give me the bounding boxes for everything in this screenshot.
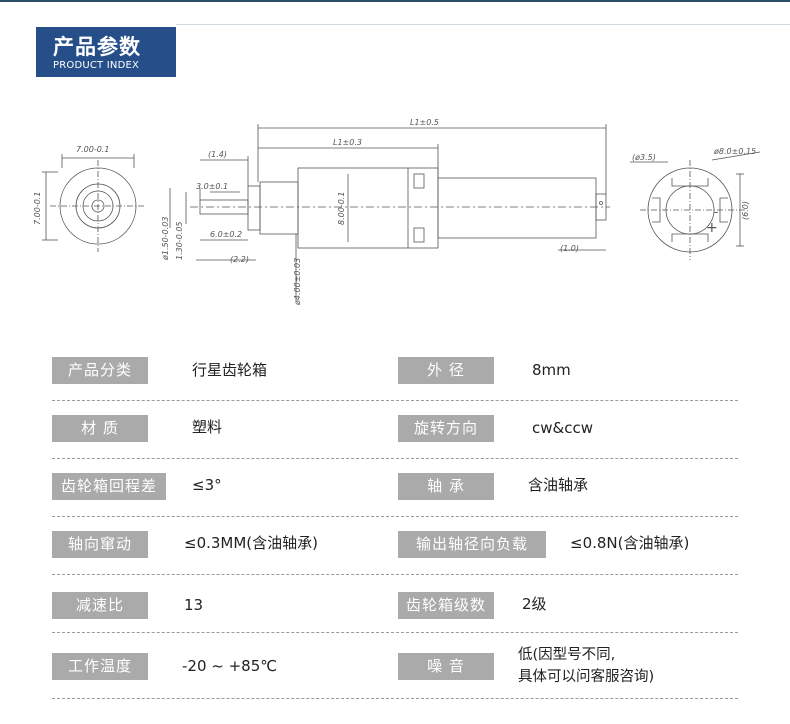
dim-l1: L1±0.3 xyxy=(333,138,362,147)
dim-1-50: ø1.50-0.03 xyxy=(161,217,170,261)
dim-l1-total: L1±0.5 xyxy=(410,118,439,127)
spec-value: 2级 xyxy=(522,595,547,613)
plus-symbol: + xyxy=(706,220,718,236)
spec-value: ≤3° xyxy=(192,476,222,494)
spec-label: 轴向窜动 xyxy=(52,531,148,558)
spec-label: 工作温度 xyxy=(52,653,148,680)
dim-3-5: (ø3.5) xyxy=(632,153,656,162)
spec-label: 齿轮箱级数 xyxy=(398,592,494,619)
section-title: 产品参数 xyxy=(53,35,141,59)
dim-1-30: 1.30-0.05 xyxy=(175,221,184,260)
dim-4-00: ø4.00±0.03 xyxy=(293,258,302,306)
spec-label: 齿轮箱回程差 xyxy=(52,473,166,500)
spec-row-3: 齿轮箱回程差 ≤3° 轴 承 含油轴承 xyxy=(52,458,738,517)
spec-label: 噪 音 xyxy=(398,653,494,680)
spec-row-2: 材 质 塑料 旋转方向 cw&ccw xyxy=(52,400,738,459)
section-header-badge: 产品参数 PRODUCT INDEX xyxy=(36,27,176,77)
dim-1-0: (1.0) xyxy=(560,244,579,253)
dim-7-00-side: 7.00-0.1 xyxy=(33,192,42,225)
spec-label: 输出轴径向负载 xyxy=(398,531,546,558)
spec-value: cw&ccw xyxy=(532,419,593,437)
dim-7-00-top: 7.00-0.1 xyxy=(76,145,109,154)
spec-value: 行星齿轮箱 xyxy=(192,361,268,379)
spec-label: 减速比 xyxy=(52,592,148,619)
motor-body xyxy=(437,177,597,239)
dim-8-0-15: ø8.0±0.15 xyxy=(713,147,756,156)
minus-symbol: - xyxy=(714,205,718,219)
spec-row-4: 轴向窜动 ≤0.3MM(含油轴承) 输出轴径向负载 ≤0.8N(含油轴承) xyxy=(52,516,738,575)
technical-drawing: L1±0.5 L1±0.3 (1.4) 3.0±0.1 6.0±0.2 (2.2… xyxy=(33,118,761,306)
spec-label: 材 质 xyxy=(52,415,148,442)
spec-value: 8mm xyxy=(532,361,571,379)
top-border-line xyxy=(0,0,790,2)
spec-row-5: 减速比 13 齿轮箱级数 2级 xyxy=(52,574,738,633)
dim-3-0: 3.0±0.1 xyxy=(196,182,228,191)
section-subtitle: PRODUCT INDEX xyxy=(53,60,140,71)
dim-8-00: 8.00-0.1 xyxy=(337,192,346,225)
spec-label: 产品分类 xyxy=(52,357,148,384)
gearbox-front xyxy=(259,181,299,235)
gearbox-body xyxy=(297,167,439,249)
gearbox-flange xyxy=(247,185,261,231)
spec-value: 具体可以问客服咨询) xyxy=(518,669,655,685)
spec-value: ≤0.3MM(含油轴承) xyxy=(184,534,319,552)
spec-value: 低(因型号不同, xyxy=(518,647,616,663)
motor-end-cap xyxy=(595,193,607,221)
spec-value: -20 ~ +85℃ xyxy=(182,657,278,675)
spec-value: 塑料 xyxy=(192,418,223,436)
spec-label: 旋转方向 xyxy=(398,415,494,442)
dim-1-4: (1.4) xyxy=(208,150,227,159)
spec-value: 含油轴承 xyxy=(528,476,589,494)
dim-2-2: (2.2) xyxy=(230,255,249,264)
spec-value: 13 xyxy=(184,596,204,614)
dim-6-0-right: (6.0) xyxy=(741,201,750,220)
spec-label: 轴 承 xyxy=(398,473,494,500)
header-rule xyxy=(176,24,790,25)
spec-value: ≤0.8N(含油轴承) xyxy=(570,534,690,552)
spec-row-6: 工作温度 -20 ~ +85℃ 噪 音 低(因型号不同, 具体可以问客服咨询) xyxy=(52,640,738,699)
spec-row-1: 产品分类 行星齿轮箱 外 径 8mm xyxy=(52,342,738,401)
dim-6-0: 6.0±0.2 xyxy=(210,230,242,239)
spec-label: 外 径 xyxy=(398,357,494,384)
